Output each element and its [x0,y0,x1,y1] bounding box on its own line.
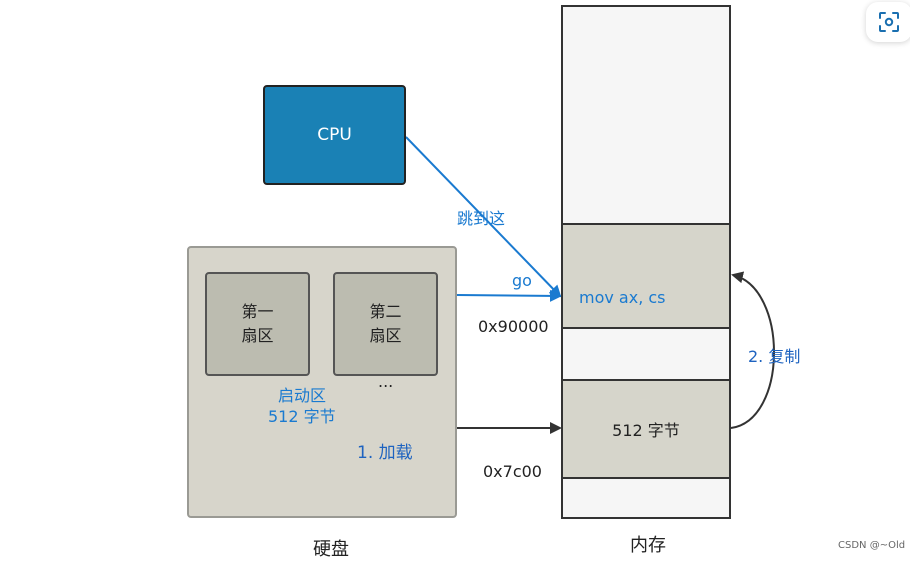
boot-label-line1: 启动区 [278,386,327,405]
segment-7c00-label: 512 字节 [612,421,680,440]
boot-label-line2: 512 字节 [268,407,336,426]
sector-1-line2: 扇区 [241,326,274,345]
jump-label: 跳到这 [457,209,506,228]
memory-label: 内存 [630,535,666,556]
sector-2: 第二 扇区 [333,272,438,376]
instruction-text: mov ax, cs [579,288,666,307]
memory-box: mov ax, cs 512 字节 [561,5,731,519]
cpu-label: CPU [317,125,352,145]
go-arrow [456,289,562,302]
memory-segment-7c00: 512 字节 [561,379,731,479]
disk-label: 硬盘 [313,539,349,560]
watermark: CSDN @~Old [838,540,906,551]
copy-label: 2. 复制 [748,347,801,366]
address-7c00: 0x7c00 [483,462,542,481]
scan-button[interactable] [866,2,910,42]
load-label: 1. 加载 [357,443,413,463]
more-sectors: ... [378,372,394,391]
go-label: go [512,271,532,290]
memory-segment-90000: mov ax, cs [561,223,731,329]
sector-1: 第一 扇区 [205,272,310,376]
address-90000: 0x90000 [478,317,549,336]
sector-2-line2: 扇区 [369,326,402,345]
copy-arrow [730,271,775,429]
jump-arrow [405,136,562,298]
cpu-box: CPU [263,85,406,185]
sector-1-line1: 第一 [241,302,274,321]
scan-icon [879,12,899,32]
sector-2-line1: 第二 [369,302,402,321]
disk-box: 第一 扇区 第二 扇区 [187,246,457,518]
